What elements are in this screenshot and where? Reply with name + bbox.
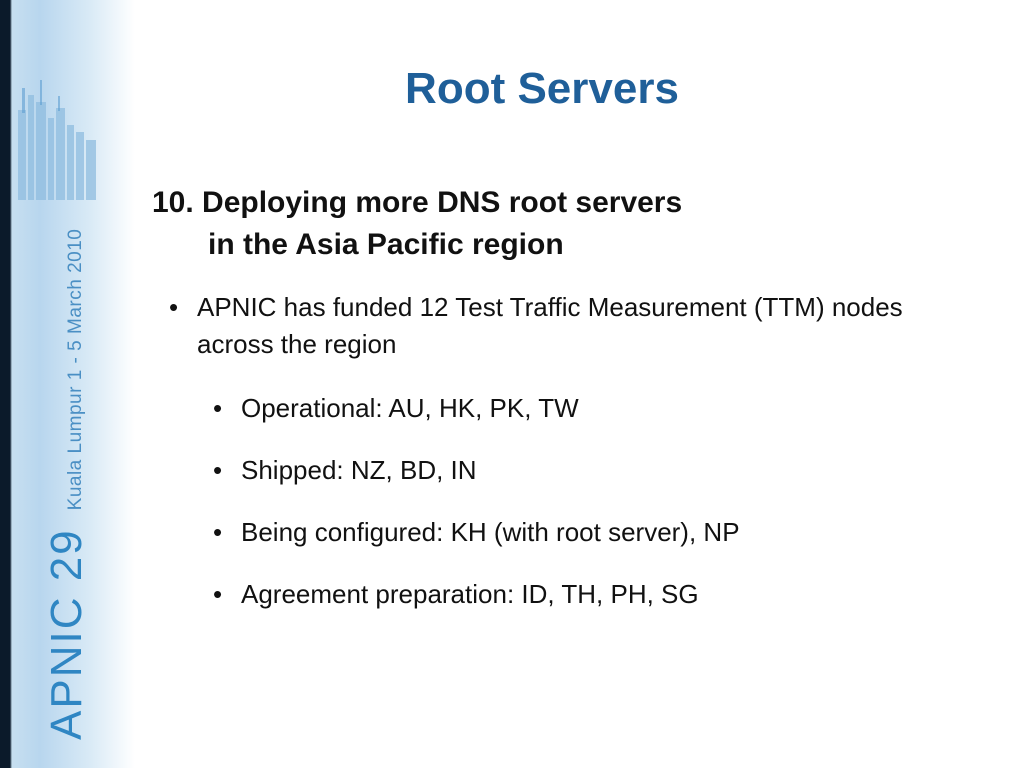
slide-subheading: 10. Deploying more DNS root servers in t… bbox=[152, 182, 682, 266]
main-bullet: • APNIC has funded 12 Test Traffic Measu… bbox=[169, 289, 977, 363]
sub-bullet-text: Operational: AU, HK, PK, TW bbox=[241, 393, 579, 423]
event-details: Kuala Lumpur 1 - 5 March 2010 bbox=[65, 228, 86, 511]
sub-bullet: • Operational: AU, HK, PK, TW bbox=[213, 390, 579, 427]
subheading-line-2: in the Asia Pacific region bbox=[208, 228, 564, 261]
bullet-icon: • bbox=[169, 292, 179, 322]
subheading-line-1: 10. Deploying more DNS root servers bbox=[152, 186, 683, 219]
bullet-icon: • bbox=[213, 517, 223, 547]
sub-bullet-text: Being configured: KH (with root server),… bbox=[241, 517, 740, 547]
bullet-icon: • bbox=[213, 455, 223, 485]
sidebar-banner: APNIC 29 Kuala Lumpur 1 - 5 March 2010 bbox=[0, 0, 135, 768]
city-skyline-graphic bbox=[18, 80, 96, 200]
event-vertical-label: APNIC 29 Kuala Lumpur 1 - 5 March 2010 bbox=[42, 229, 92, 740]
main-bullet-text: APNIC has funded 12 Test Traffic Measure… bbox=[197, 292, 903, 359]
bullet-icon: • bbox=[213, 579, 223, 609]
sub-bullet-text: Agreement preparation: ID, TH, PH, SG bbox=[241, 579, 699, 609]
sub-bullet: • Shipped: NZ, BD, IN bbox=[213, 452, 477, 489]
event-name: APNIC 29 bbox=[42, 528, 91, 740]
bullet-icon: • bbox=[213, 393, 223, 423]
slide-title: Root Servers bbox=[405, 64, 679, 113]
sub-bullet: • Being configured: KH (with root server… bbox=[213, 514, 740, 551]
sub-bullet: • Agreement preparation: ID, TH, PH, SG bbox=[213, 576, 699, 613]
sub-bullet-text: Shipped: NZ, BD, IN bbox=[241, 455, 477, 485]
